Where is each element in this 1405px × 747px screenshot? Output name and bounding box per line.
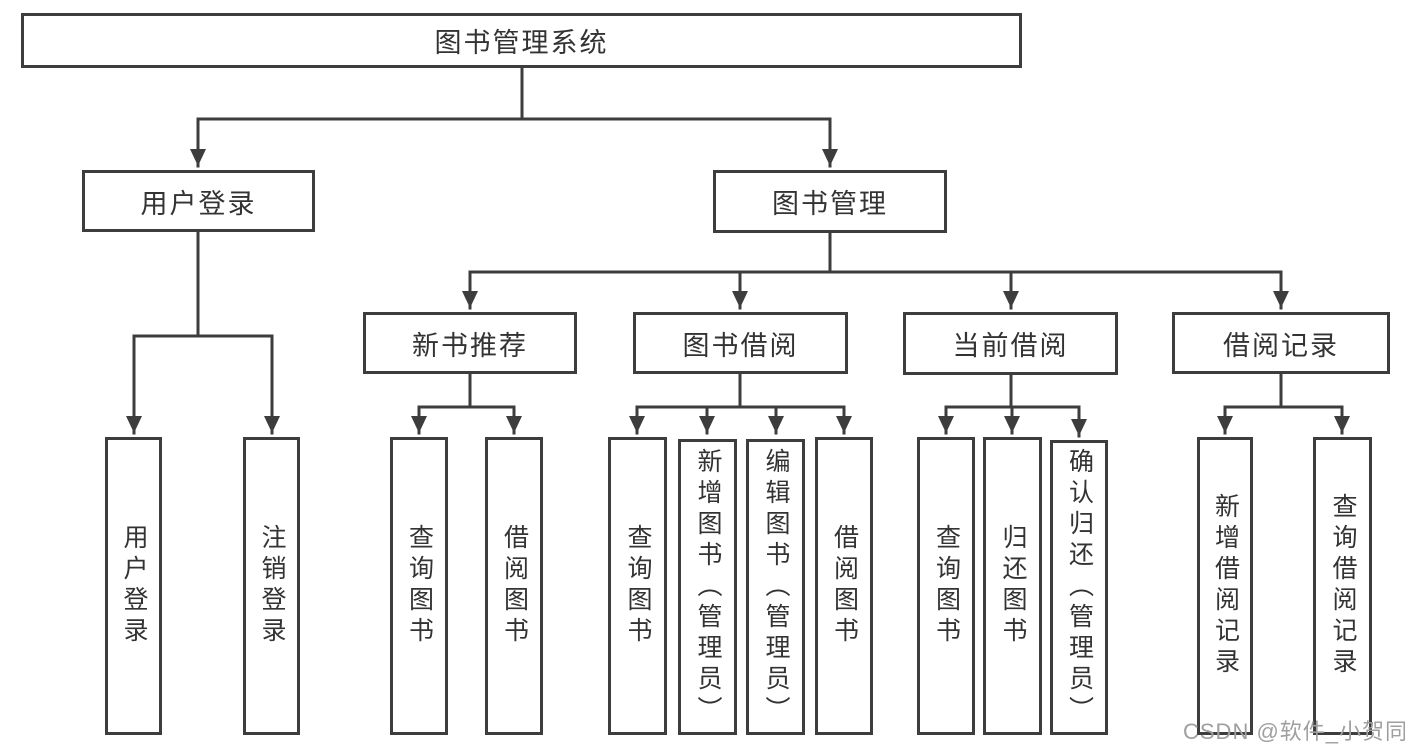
node-book-management-label: 图书管理 — [772, 189, 888, 219]
leaf-bb-add-book-label: 新增图书（管理员） — [694, 447, 722, 727]
leaf-nbr-query-book: 查询图书 — [390, 437, 448, 735]
connector-book-borrow-children — [629, 372, 852, 435]
node-root: 图书管理系统 — [21, 13, 1022, 68]
node-current-borrow-label: 当前借阅 — [952, 331, 1069, 361]
leaf-bb-query-book: 查询图书 — [608, 437, 667, 735]
leaf-cb-query-book-label: 查询图书 — [932, 524, 961, 648]
leaf-bb-borrow-book: 借阅图书 — [815, 437, 873, 735]
leaf-br-query-record-label: 查询借阅记录 — [1329, 493, 1357, 679]
node-new-book-recommend-label: 新书推荐 — [412, 330, 528, 361]
leaf-nbr-borrow-book: 借阅图书 — [485, 437, 543, 735]
leaf-br-add-record: 新增借阅记录 — [1197, 437, 1253, 735]
leaf-user-login-label: 用户登录 — [120, 524, 148, 648]
leaf-bb-edit-book: 编辑图书（管理员） — [746, 439, 805, 735]
node-borrow-record-label: 借阅记录 — [1223, 330, 1339, 361]
leaf-logout-login: 注销登录 — [243, 437, 300, 735]
csdn-watermark: CSDN @软件_小贺同学 — [1183, 719, 1405, 744]
leaf-cb-confirm-return: 确认归还（管理员） — [1050, 440, 1108, 735]
leaf-user-login: 用户登录 — [105, 437, 162, 735]
leaf-bb-add-book: 新增图书（管理员） — [678, 439, 737, 735]
leaf-nbr-borrow-book-label: 借阅图书 — [500, 524, 529, 648]
node-book-management: 图书管理 — [713, 170, 947, 233]
node-root-label: 图书管理系统 — [434, 28, 609, 58]
connector-current-borrow-children — [938, 373, 1087, 438]
connector-user-login-children — [126, 230, 280, 435]
leaf-cb-query-book: 查询图书 — [917, 437, 975, 735]
node-book-borrow-label: 图书借阅 — [682, 330, 799, 361]
connector-root-to-level2 — [190, 66, 838, 168]
node-current-borrow: 当前借阅 — [903, 312, 1118, 375]
leaf-cb-confirm-return-label: 确认归还（管理员） — [1065, 448, 1094, 727]
leaf-cb-return-book: 归还图书 — [983, 437, 1042, 735]
connector-borrow-record-children — [1217, 372, 1350, 435]
connector-new-book-recommend-children — [411, 372, 522, 435]
leaf-bb-query-book-label: 查询图书 — [624, 524, 652, 648]
leaf-br-add-record-label: 新增借阅记录 — [1211, 493, 1240, 679]
connector-book-management-children — [462, 230, 1289, 310]
node-borrow-record: 借阅记录 — [1172, 312, 1390, 374]
leaf-cb-return-book-label: 归还图书 — [999, 524, 1027, 648]
leaf-bb-borrow-book-label: 借阅图书 — [830, 524, 859, 648]
node-user-login-label: 用户登录 — [140, 188, 257, 219]
leaf-bb-edit-book-label: 编辑图书（管理员） — [762, 447, 790, 727]
node-user-login: 用户登录 — [82, 170, 315, 232]
leaf-nbr-query-book-label: 查询图书 — [405, 524, 434, 648]
leaf-logout-login-label: 注销登录 — [258, 524, 286, 648]
leaf-br-query-record: 查询借阅记录 — [1313, 437, 1372, 735]
node-book-borrow: 图书借阅 — [633, 312, 848, 374]
node-new-book-recommend: 新书推荐 — [363, 312, 577, 374]
